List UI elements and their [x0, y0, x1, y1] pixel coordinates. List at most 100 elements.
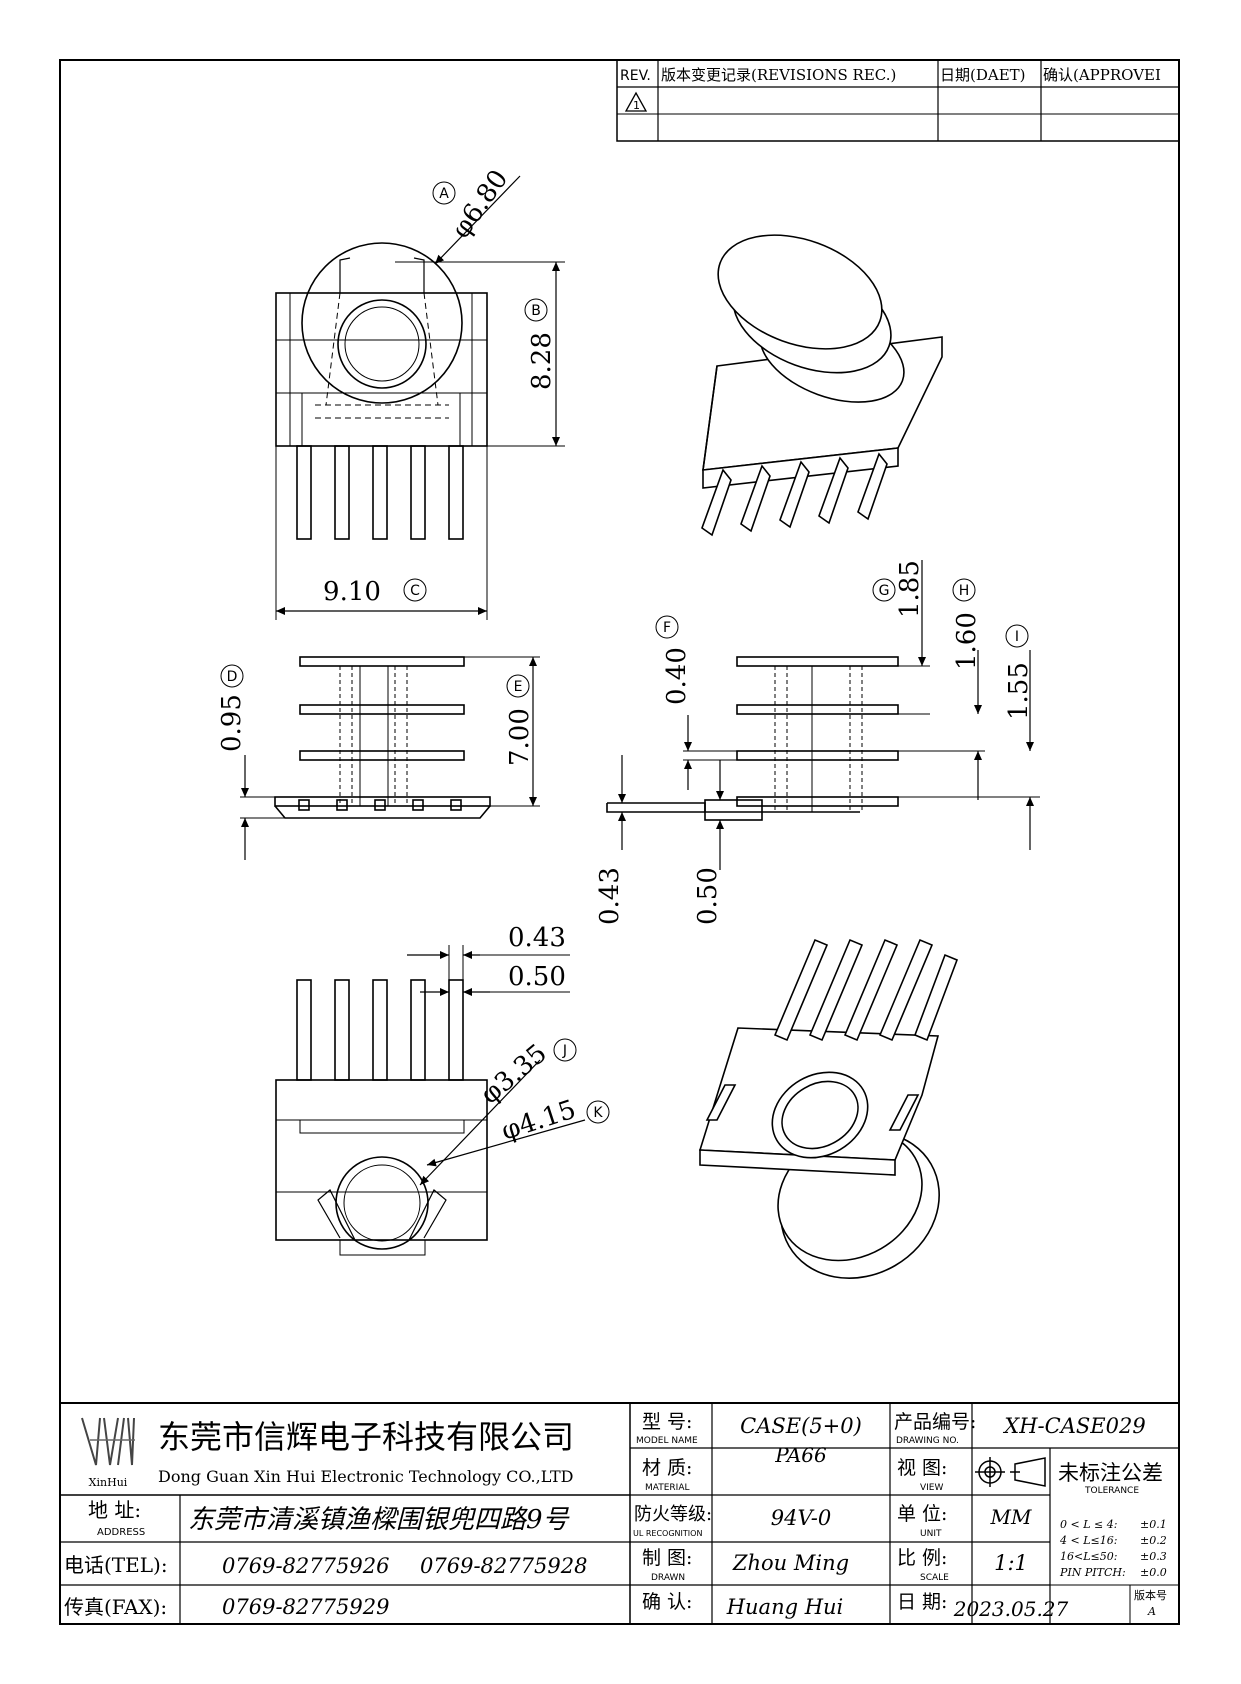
scale-value: 1:1: [994, 1551, 1028, 1575]
tolerance-range: PIN PITCH:: [1059, 1566, 1126, 1579]
check-label: 确 认:: [642, 1591, 692, 1613]
scale-label: 比 例:: [897, 1547, 947, 1569]
drawing-no-label: 产品编号:: [894, 1411, 976, 1433]
date-value: 2023.05.27: [953, 1597, 1069, 1621]
tolerance-table: 0 < L ≤ 4: ±0.1 4 < L≤16: ±0.2 16<L≤50: …: [1059, 1518, 1167, 1579]
tolerance-label: 未标注公差: [1058, 1461, 1163, 1485]
dimension-G: G 1.85: [872, 560, 930, 715]
revision-triangle-icon: 1: [624, 91, 648, 112]
dim-1-85: 1.85: [895, 560, 925, 618]
label-F: F: [663, 620, 671, 636]
label-K: K: [593, 1105, 603, 1121]
projection-symbol-icon: [975, 1457, 1046, 1487]
label-I: I: [1015, 629, 1019, 645]
revisions-header: 版本变更记录(REVISIONS REC.): [661, 66, 896, 84]
label-G: G: [879, 583, 890, 599]
label-E: E: [514, 679, 523, 695]
tolerance-label-en: TOLERANCE: [1084, 1486, 1139, 1496]
flame-label-en: UL RECOGNITION: [633, 1529, 702, 1538]
checked-value: Huang Hui: [726, 1595, 844, 1619]
side-view-left: [274, 656, 491, 819]
dim-0-40: 0.40: [662, 647, 692, 705]
dim-0-43-side: 0.43: [595, 867, 625, 925]
dimension-F: F 0.40: [655, 615, 737, 790]
version-value: A: [1147, 1605, 1156, 1618]
material-value: PA66: [774, 1443, 827, 1467]
drawn-label: 制 图:: [642, 1547, 692, 1569]
dimension-C: 9.10 C: [275, 446, 488, 620]
isometric-view-bottom: [698, 938, 959, 1279]
dim-9-10: 9.10: [323, 577, 381, 607]
drawn-label-en: DRAWN: [651, 1573, 685, 1583]
unit-value: MM: [990, 1505, 1032, 1529]
dimension-I: I 1.55: [898, 624, 1040, 850]
side-view-right: [606, 656, 899, 821]
scale-label-en: SCALE: [920, 1573, 949, 1583]
company-name-cn: 东莞市信辉电子科技有限公司: [158, 1418, 574, 1456]
tolerance-range: 16<L≤50:: [1060, 1550, 1117, 1563]
dimension-E: E 7.00: [464, 656, 540, 807]
flame-value: 94V-0: [771, 1506, 831, 1530]
dim-1-55: 1.55: [1004, 662, 1034, 720]
dimension-D: D 0.95: [217, 664, 300, 860]
dimension-side-043: 0.43: [595, 755, 626, 925]
tolerance-value: ±0.0: [1140, 1566, 1167, 1579]
tel-1: 0769-82775926: [222, 1554, 389, 1578]
drawing-border: [59, 59, 1180, 1625]
drawing-no-value: XH-CASE029: [1002, 1414, 1145, 1438]
date-label: 日 期:: [897, 1591, 947, 1613]
model-label-en: MODEL NAME: [636, 1436, 698, 1446]
svg-text:XinHui: XinHui: [89, 1476, 128, 1489]
tolerance-range: 4 < L≤16:: [1059, 1534, 1117, 1547]
dimension-H: H 1.60: [898, 578, 985, 800]
dim-0-50-side: 0.50: [693, 867, 723, 925]
approve-header: 确认(APPROVEI: [1043, 66, 1161, 84]
title-block: [59, 1402, 1180, 1625]
rev-header: REV.: [620, 68, 651, 84]
drawing-no-label-en: DRAWING NO.: [896, 1436, 959, 1446]
dim-1-60: 1.60: [952, 612, 982, 670]
label-D: D: [227, 669, 238, 685]
company-name-en: Dong Guan Xin Hui Electronic Technology …: [158, 1467, 574, 1486]
dimension-pin-050: 0.50: [420, 962, 570, 996]
drawn-value: Zhou Ming: [732, 1551, 849, 1575]
fax-label: 传真(FAX):: [64, 1595, 167, 1619]
tolerance-range: 0 < L ≤ 4:: [1060, 1518, 1117, 1531]
label-J: J: [562, 1043, 567, 1059]
flame-label: 防火等级:: [634, 1504, 712, 1525]
unit-label: 单 位:: [897, 1503, 947, 1525]
front-view: [275, 242, 488, 540]
material-label: 材 质:: [642, 1457, 692, 1479]
tolerance-value: ±0.3: [1140, 1550, 1167, 1563]
dim-0-95: 0.95: [217, 694, 247, 752]
view-label: 视 图:: [897, 1457, 947, 1479]
address-label: 地 址:: [88, 1498, 141, 1522]
view-label-en: VIEW: [920, 1483, 943, 1493]
dimension-side-050: 0.50: [693, 760, 724, 925]
dim-dia-6-80: φ6.80: [446, 164, 514, 244]
dim-8-28: 8.28: [527, 332, 557, 390]
tolerance-value: ±0.1: [1140, 1518, 1167, 1531]
date-header: 日期(DAET): [940, 66, 1026, 84]
tel-label: 电话(TEL):: [64, 1553, 168, 1577]
dim-7-00: 7.00: [505, 708, 535, 766]
isometric-view-top: [701, 234, 943, 537]
dimension-pin-043: 0.43: [407, 923, 570, 980]
fax-value: 0769-82775929: [222, 1595, 389, 1619]
label-A: A: [439, 186, 449, 202]
dim-dia-4-15: φ4.15: [498, 1095, 580, 1147]
dim-dia-3-35: φ3.35: [475, 1038, 553, 1110]
dimension-A: A φ6.80: [432, 164, 521, 265]
label-H: H: [959, 583, 970, 599]
dimension-B: B 8.28: [395, 261, 565, 447]
model-value: CASE(5+0): [740, 1414, 862, 1438]
address-label-en: ADDRESS: [97, 1527, 145, 1538]
dim-0-43-pin: 0.43: [508, 923, 566, 953]
company-logo: XinHui: [81, 1417, 135, 1489]
svg-text:1: 1: [633, 99, 640, 112]
tel-2: 0769-82775928: [420, 1554, 587, 1578]
label-C: C: [410, 583, 420, 599]
dim-0-50-pin: 0.50: [508, 962, 566, 992]
unit-label-en: UNIT: [920, 1529, 942, 1539]
